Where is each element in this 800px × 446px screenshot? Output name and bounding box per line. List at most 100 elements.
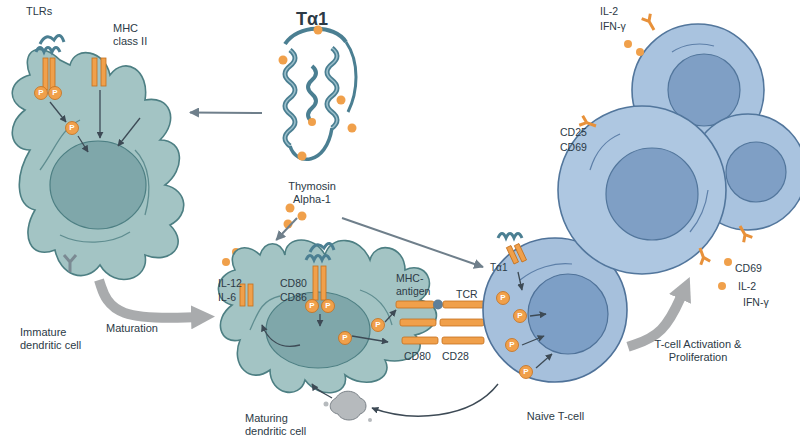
receptor-label: CD80: [404, 350, 436, 363]
immature-dendritic-cell-shape: [40, 120, 80, 170]
receptor-label: MHC-antigen: [396, 272, 442, 298]
apoptotic-cell: [330, 391, 366, 420]
protein-ribbon: [346, 42, 356, 112]
activated-t-cells-shape: [718, 282, 726, 290]
naive-t-cell-shape: [514, 244, 526, 262]
protein: Tα1Thymosin Alpha-1: [262, 8, 362, 218]
receptor-label: MHC class II: [113, 22, 161, 48]
naive-t-cell-shape: [498, 234, 522, 239]
maturing-dendritic-cell-shape: [262, 325, 300, 346]
maturing-dendritic-cell-shape: [222, 258, 230, 266]
immature-dendritic-cell-shape: [78, 136, 88, 152]
activated-t-cells-shape: [642, 14, 659, 33]
process-arrow: [99, 280, 201, 318]
t-cell: Naive T-cell: [483, 238, 628, 383]
activated-t-cells-shape: [695, 246, 710, 264]
cytokine-label: IL-6: [218, 291, 252, 304]
activated-t-cells-shape: [690, 190, 708, 232]
dendritic-cell: Immature dendritic cell: [8, 30, 190, 280]
activated-t-cells-shape: [642, 14, 659, 33]
protein-name: Thymosin Alpha-1: [272, 180, 352, 206]
immature-dendritic-cell-shape: [49, 87, 62, 100]
signal-arrow: [342, 218, 483, 267]
immature-dendritic-cell-shape: [12, 35, 183, 279]
activated-t-cells-shape: [558, 14, 800, 290]
marker-label: CD69: [735, 262, 775, 275]
synapse-molecules: [396, 300, 485, 345]
synapse-molecules: [440, 319, 484, 326]
immature-dendritic-cell-shape: [101, 58, 106, 86]
protein-ribbon: [279, 56, 288, 65]
immature-dendritic-cell-shape: [50, 102, 66, 122]
activated-t-cells-shape: [726, 142, 786, 202]
phospho-mark: P: [506, 339, 518, 351]
immature-dendritic-cell-shape: [99, 90, 100, 138]
synapse-molecules: [402, 337, 438, 344]
signal-arrow: [276, 218, 297, 240]
immature-dendritic-cell-shape: [50, 141, 146, 229]
maturing-dendritic-cell-shape: [284, 220, 293, 229]
immature-dendritic-cell-shape: [50, 58, 55, 90]
cell-name: Maturing dendritic cell: [245, 412, 330, 438]
immature-dendritic-cell-shape: [35, 87, 48, 100]
phospho-mark: P: [497, 292, 509, 304]
phospho-mark: P: [514, 310, 526, 322]
naive-t-cell-shape: [520, 366, 533, 379]
apoptotic-cell: [312, 384, 498, 422]
protein-ribbon: [327, 48, 337, 128]
protein-ribbon: [285, 50, 295, 146]
cytokine-label: IL-12: [218, 277, 252, 290]
phospho-mark: P: [35, 87, 47, 99]
maturing-dendritic-cell-shape: [306, 243, 334, 260]
maturing-dendritic-cell-shape: [372, 319, 385, 332]
process-label: Maturation: [106, 322, 186, 335]
naive-t-cell-shape: [528, 274, 608, 354]
cytokine-label: IFN-γ: [600, 20, 640, 33]
immature-dendritic-cell-shape: [43, 58, 48, 90]
synapse-molecules: [396, 301, 434, 308]
maturing-dendritic-cell-shape: [313, 266, 318, 300]
protein-ribbon: [279, 26, 357, 161]
synapse-molecules: [433, 300, 443, 310]
marker-label: CD80: [280, 277, 314, 290]
cell-name: Immature dendritic cell: [20, 326, 105, 352]
naive-t-cell-shape: [518, 272, 522, 290]
maturing-dendritic-cell-shape: [306, 300, 319, 313]
maturing-dendritic-cell-shape: [218, 204, 436, 393]
protein-ribbon: [348, 124, 357, 133]
activated-t-cells-shape: [724, 258, 732, 266]
naive-t-cell-shape: [506, 339, 519, 352]
maturing-dendritic-cell-shape: [321, 266, 326, 300]
apoptotic-cell: [312, 384, 332, 398]
phospho-mark: P: [520, 366, 532, 378]
marker-label: CD69: [560, 141, 600, 154]
naive-t-cell-shape: [520, 264, 572, 280]
activated-t-cells-shape: [695, 246, 710, 264]
protein-ribbon: [285, 50, 295, 146]
maturing-dendritic-cell-shape: [339, 332, 352, 345]
protein-symbol: Tα1: [262, 8, 362, 30]
synapse-molecules: [442, 337, 484, 344]
activated-t-cells-shape: [590, 134, 620, 170]
activated-t-cells-shape: [672, 44, 714, 52]
naive-t-cell-shape: [497, 292, 510, 305]
receptor-label: CD28: [442, 350, 474, 363]
activated-t-cells-shape: [606, 148, 698, 240]
maturing-dendritic-cell-shape: [218, 240, 436, 393]
naive-t-cell-shape: [536, 354, 552, 368]
maturing-dendritic-cell-shape: [250, 296, 280, 330]
protein-ribbon: [308, 118, 316, 126]
immature-dendritic-cell-shape: [12, 49, 183, 279]
receptor-label: TCR: [456, 288, 486, 301]
immature-dendritic-cell-shape: [66, 122, 79, 135]
protein-ribbon: [308, 66, 316, 122]
maturing-dendritic-cell-shape: [352, 336, 388, 342]
activated-t-cells-shape: [636, 48, 644, 56]
cytokine-label: IFN-γ: [743, 296, 783, 309]
